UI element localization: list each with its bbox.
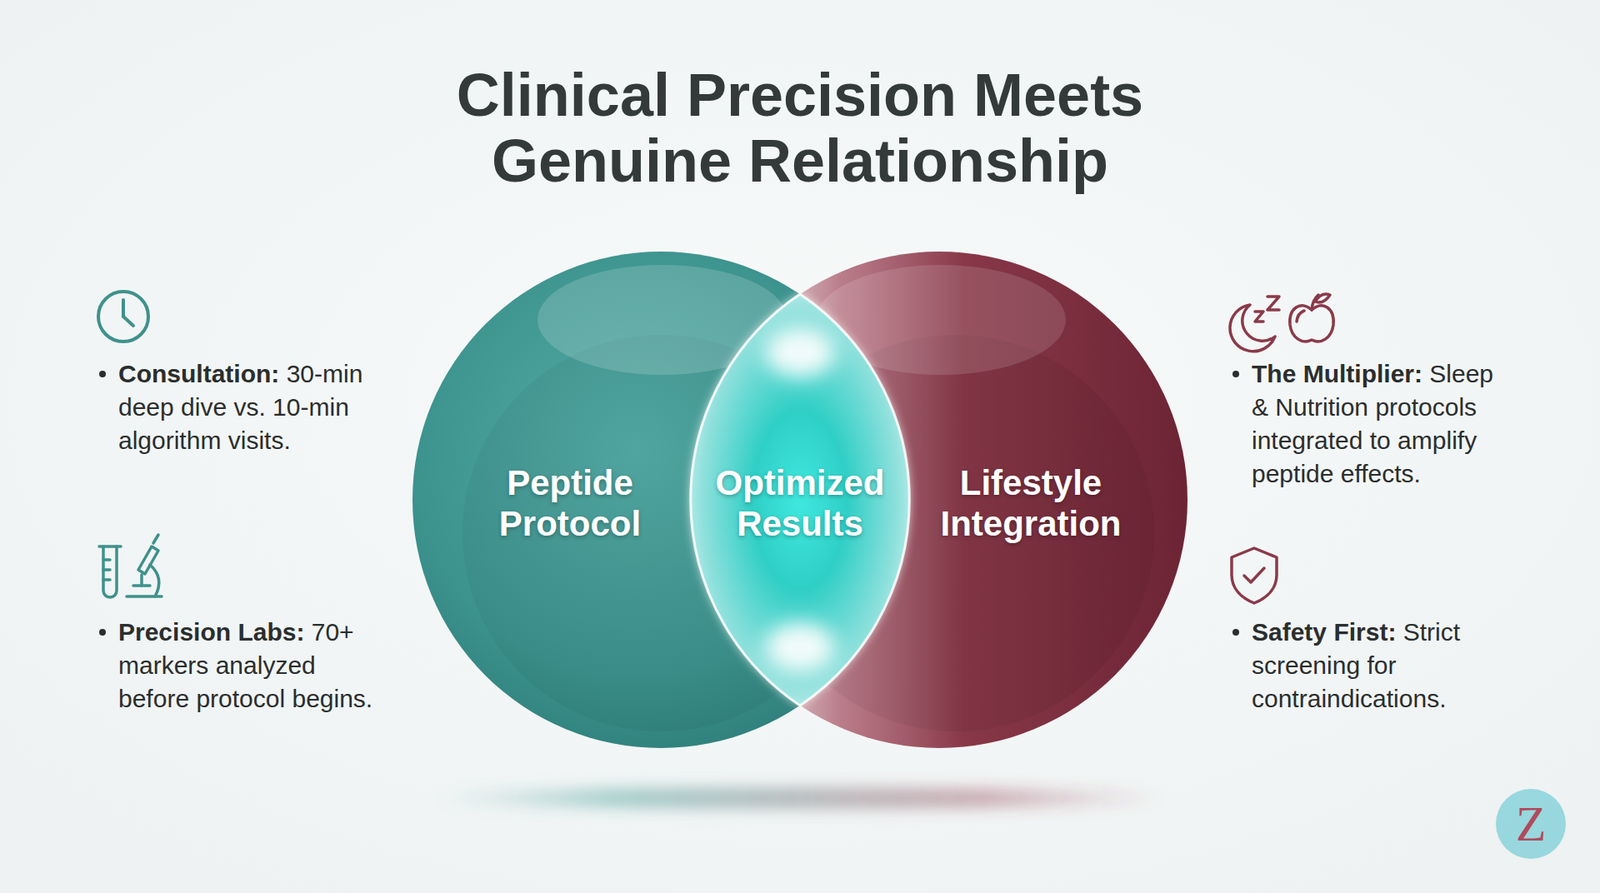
node-label: Lifestyle Integration	[930, 462, 1131, 545]
bullet-heading: Precision Labs:	[118, 618, 305, 646]
node-text-group: Optimized Results	[700, 462, 900, 545]
overlap-lens: Optimized Results	[690, 294, 910, 706]
shield-icon	[1231, 548, 1277, 604]
light-spot	[765, 327, 835, 378]
bullet-item: Precision Labs:70+ markers analyzed befo…	[118, 615, 379, 716]
node-text-group: Lifestyle Integration	[930, 462, 1131, 545]
light-spot	[765, 622, 835, 673]
bullet-heading: Safety First:	[1251, 618, 1396, 646]
sleep-z	[1267, 296, 1280, 310]
sleep-icon	[1230, 296, 1280, 352]
microscope-tube	[138, 546, 159, 575]
check-mark	[1244, 568, 1265, 583]
floor-shadow	[433, 787, 1167, 810]
apple-leaf	[1315, 294, 1330, 303]
bullet-item: Consultation:30-min deep dive vs. 10-min…	[118, 357, 379, 458]
bullet-dot	[99, 370, 106, 378]
test-tube	[103, 546, 117, 598]
maroon-circle	[690, 251, 1188, 749]
test-tube-mark	[103, 568, 110, 572]
circle-shade	[757, 335, 1155, 732]
test-tube-mark	[103, 578, 110, 582]
node-label: Optimized Results	[700, 462, 900, 545]
microscope-eyepiece	[153, 535, 159, 544]
test-tube-mark	[103, 558, 110, 562]
lab-icon	[99, 535, 162, 598]
bullet-item: Safety First:Strict screening for contra…	[1251, 615, 1512, 716]
logo-letter: Z	[1493, 786, 1569, 862]
diagram-title: Clinical Precision Meets Genuine Relatio…	[383, 62, 1217, 195]
node-text-group: Peptide Protocol	[470, 462, 670, 545]
clock-hand	[121, 300, 125, 317]
gloss-highlight	[815, 265, 1066, 375]
bullet-dot	[1232, 370, 1240, 378]
apple-shine	[1296, 310, 1305, 322]
sleep-z	[1255, 311, 1264, 322]
microscope-arm	[150, 565, 160, 597]
bullet-dot	[99, 629, 106, 636]
microscope-stem	[140, 575, 144, 586]
clock-hand	[123, 316, 134, 326]
clock-face	[98, 291, 149, 342]
node-label: Peptide Protocol	[470, 462, 670, 545]
bullet-heading: Consultation:	[118, 360, 280, 388]
bullet-dot	[1232, 629, 1240, 636]
shield	[1231, 548, 1277, 604]
moon	[1230, 305, 1275, 352]
bullet-heading: The Multiplier:	[1251, 360, 1423, 388]
teal-circle	[412, 251, 910, 749]
bullet-item: The Multiplier:Sleep & Nutrition protoco…	[1251, 357, 1512, 491]
clock-icon	[98, 291, 149, 342]
apple-icon	[1290, 294, 1334, 342]
test-tube-lip	[99, 545, 121, 549]
